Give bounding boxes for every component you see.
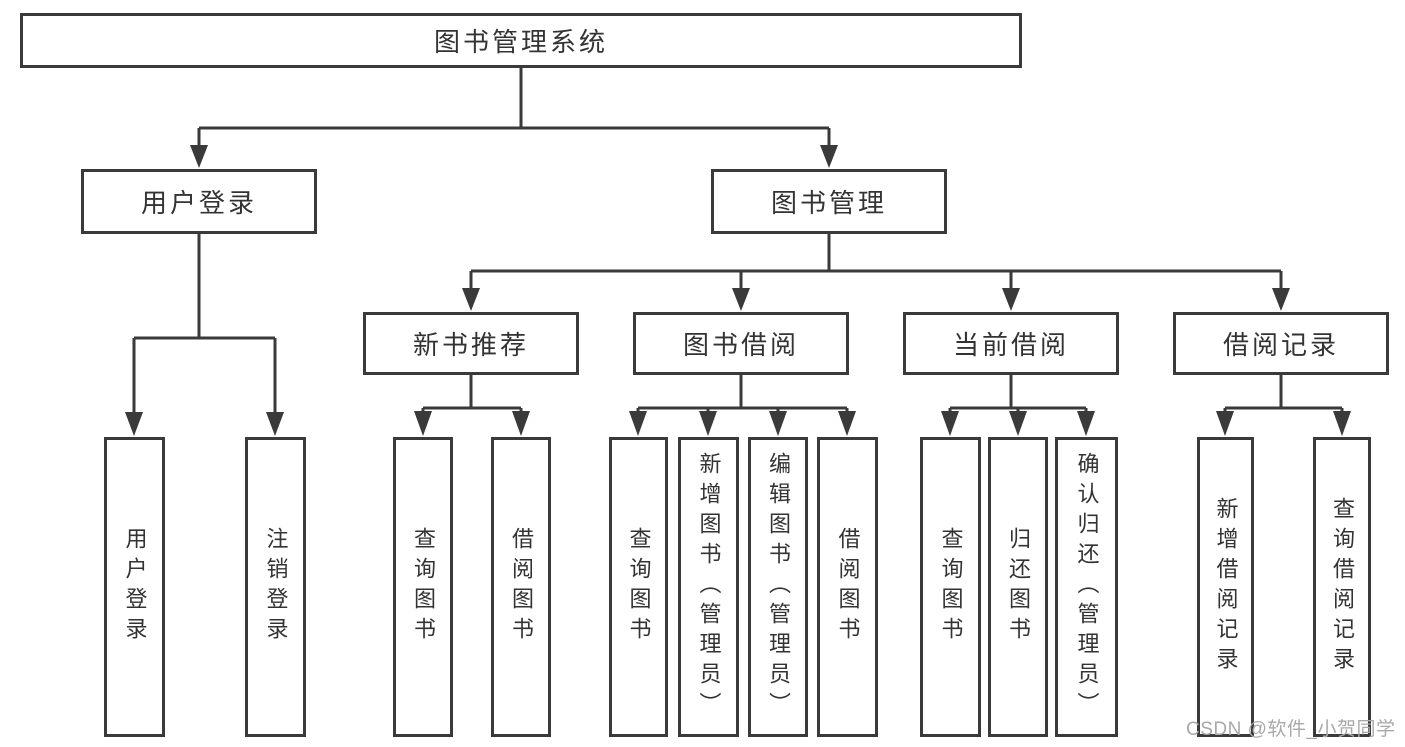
leaf-query-books-3-label: 查询图书 (938, 527, 964, 647)
node-new-book-recommend: 新书推荐 (363, 312, 579, 375)
leaf-borrow-books-2: 借阅图书 (817, 437, 878, 737)
node-user-login: 用户登录 (81, 169, 317, 234)
leaf-query-books-2-label: 查询图书 (626, 527, 652, 647)
leaf-confirm-return-admin: 确认归还（管理员） (1055, 437, 1118, 737)
leaf-query-books-1-label: 查询图书 (411, 527, 436, 647)
leaf-confirm-return-admin-label: 确认归还（管理员） (1074, 452, 1100, 722)
leaf-add-book-admin: 新增图书（管理员） (678, 437, 739, 737)
leaf-add-borrow-record-label: 新增借阅记录 (1213, 497, 1239, 677)
leaf-edit-book-admin-label: 编辑图书（管理员） (766, 452, 791, 722)
node-book-management: 图书管理 (711, 169, 947, 234)
leaf-logout-login-label: 注销登录 (263, 527, 289, 647)
leaf-borrow-books-1: 借阅图书 (491, 437, 551, 737)
leaf-user-login-label: 用户登录 (122, 527, 148, 647)
leaf-logout-login: 注销登录 (245, 437, 306, 737)
node-borrowing-records: 借阅记录 (1173, 312, 1389, 375)
leaf-query-books-1: 查询图书 (393, 437, 453, 737)
leaf-add-book-admin-label: 新增图书（管理员） (696, 452, 722, 722)
leaf-query-books-2: 查询图书 (609, 437, 668, 737)
leaf-return-books: 归还图书 (988, 437, 1048, 737)
leaf-return-books-label: 归还图书 (1006, 527, 1031, 647)
leaf-borrow-books-1-label: 借阅图书 (509, 527, 534, 647)
leaf-query-borrow-record-label: 查询借阅记录 (1330, 497, 1355, 677)
watermark-text: CSDN @软件_小贺同学 (1186, 719, 1396, 740)
leaf-query-books-3: 查询图书 (920, 437, 981, 737)
node-current-borrowing: 当前借阅 (903, 312, 1119, 375)
leaf-query-borrow-record: 查询借阅记录 (1313, 437, 1371, 737)
node-root: 图书管理系统 (20, 13, 1022, 68)
leaf-borrow-books-2-label: 借阅图书 (835, 527, 861, 647)
leaf-add-borrow-record: 新增借阅记录 (1197, 437, 1254, 737)
leaf-user-login: 用户登录 (104, 437, 165, 737)
node-book-borrowing: 图书借阅 (633, 312, 849, 375)
leaf-edit-book-admin: 编辑图书（管理员） (748, 437, 808, 737)
